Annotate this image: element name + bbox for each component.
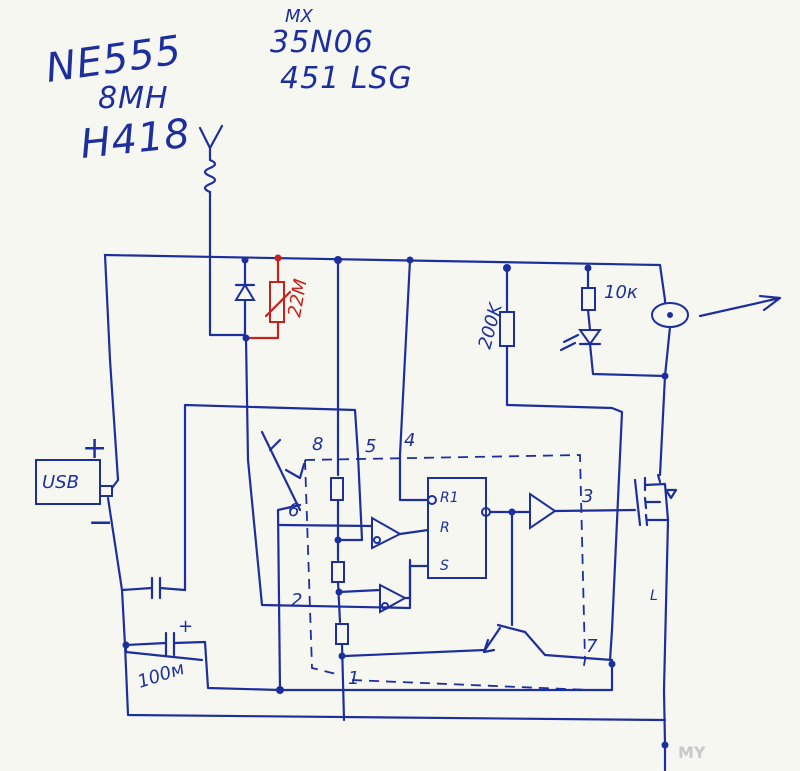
- variable-resistor-icon: [260, 430, 306, 512]
- output-connector-icon: [651, 298, 689, 477]
- label-s: S: [440, 558, 449, 574]
- pin-7: 7: [586, 636, 598, 657]
- pin-1: 1: [348, 668, 359, 689]
- comparator-upper-icon: [278, 516, 430, 550]
- comparator-lower-icon: [337, 564, 430, 614]
- label-100u: 100м: [135, 658, 187, 693]
- wire-diode-down: [244, 336, 412, 610]
- antenna-coil-icon: [198, 124, 247, 337]
- label-usb: USB: [42, 472, 79, 493]
- note-h418: H418: [78, 111, 193, 168]
- label-l: L: [650, 588, 658, 604]
- pin-2: 2: [291, 590, 302, 611]
- note-35n06: 35N06: [270, 25, 374, 60]
- note-mx: MX: [285, 6, 314, 27]
- usb-source: USB + −: [35, 431, 113, 540]
- label-200k: 200K: [475, 300, 508, 351]
- watermark: MY: [678, 743, 706, 762]
- diode-icon: [234, 256, 256, 340]
- left-rail: [103, 253, 120, 482]
- arrow-icon: [698, 294, 782, 318]
- label-plus: +: [82, 431, 108, 466]
- label-22m: 22M: [284, 277, 311, 319]
- reset-inverter-bubble: [427, 495, 437, 505]
- divider-resistor-bot: [335, 623, 349, 645]
- divider-resistor-top: [330, 477, 344, 501]
- mosfet-icon: [633, 473, 678, 747]
- wire-pin5: [183, 403, 364, 592]
- led-icon: [559, 308, 667, 378]
- junction: [338, 652, 346, 660]
- pin-6: 6: [288, 500, 299, 521]
- top-rail: [103, 253, 667, 302]
- pin-5: 5: [365, 436, 376, 457]
- pin-3: 3: [582, 486, 593, 507]
- junction: [608, 660, 616, 668]
- label-r1: R1: [440, 490, 459, 506]
- ic-package-outline: [304, 454, 586, 671]
- discharge-transistor-icon: [343, 510, 614, 662]
- flipflop-block: [427, 477, 487, 579]
- junction: [241, 256, 249, 264]
- label-cap-plus: +: [178, 616, 193, 637]
- label-r: R: [440, 520, 450, 536]
- resistor-22m: 22M: [246, 256, 312, 340]
- label-10k: 10к: [604, 282, 638, 303]
- junction-red: [274, 254, 282, 262]
- capacitor-icon: [120, 576, 187, 600]
- wire-pin4: [398, 258, 430, 502]
- note-451lsg: 451 LSG: [280, 61, 413, 96]
- pin-4: 4: [404, 430, 415, 451]
- note-8mh: 8MH: [98, 81, 169, 116]
- divider-resistor-mid: [331, 561, 345, 583]
- resistor-10k: [581, 287, 596, 311]
- pin-8: 8: [312, 434, 323, 455]
